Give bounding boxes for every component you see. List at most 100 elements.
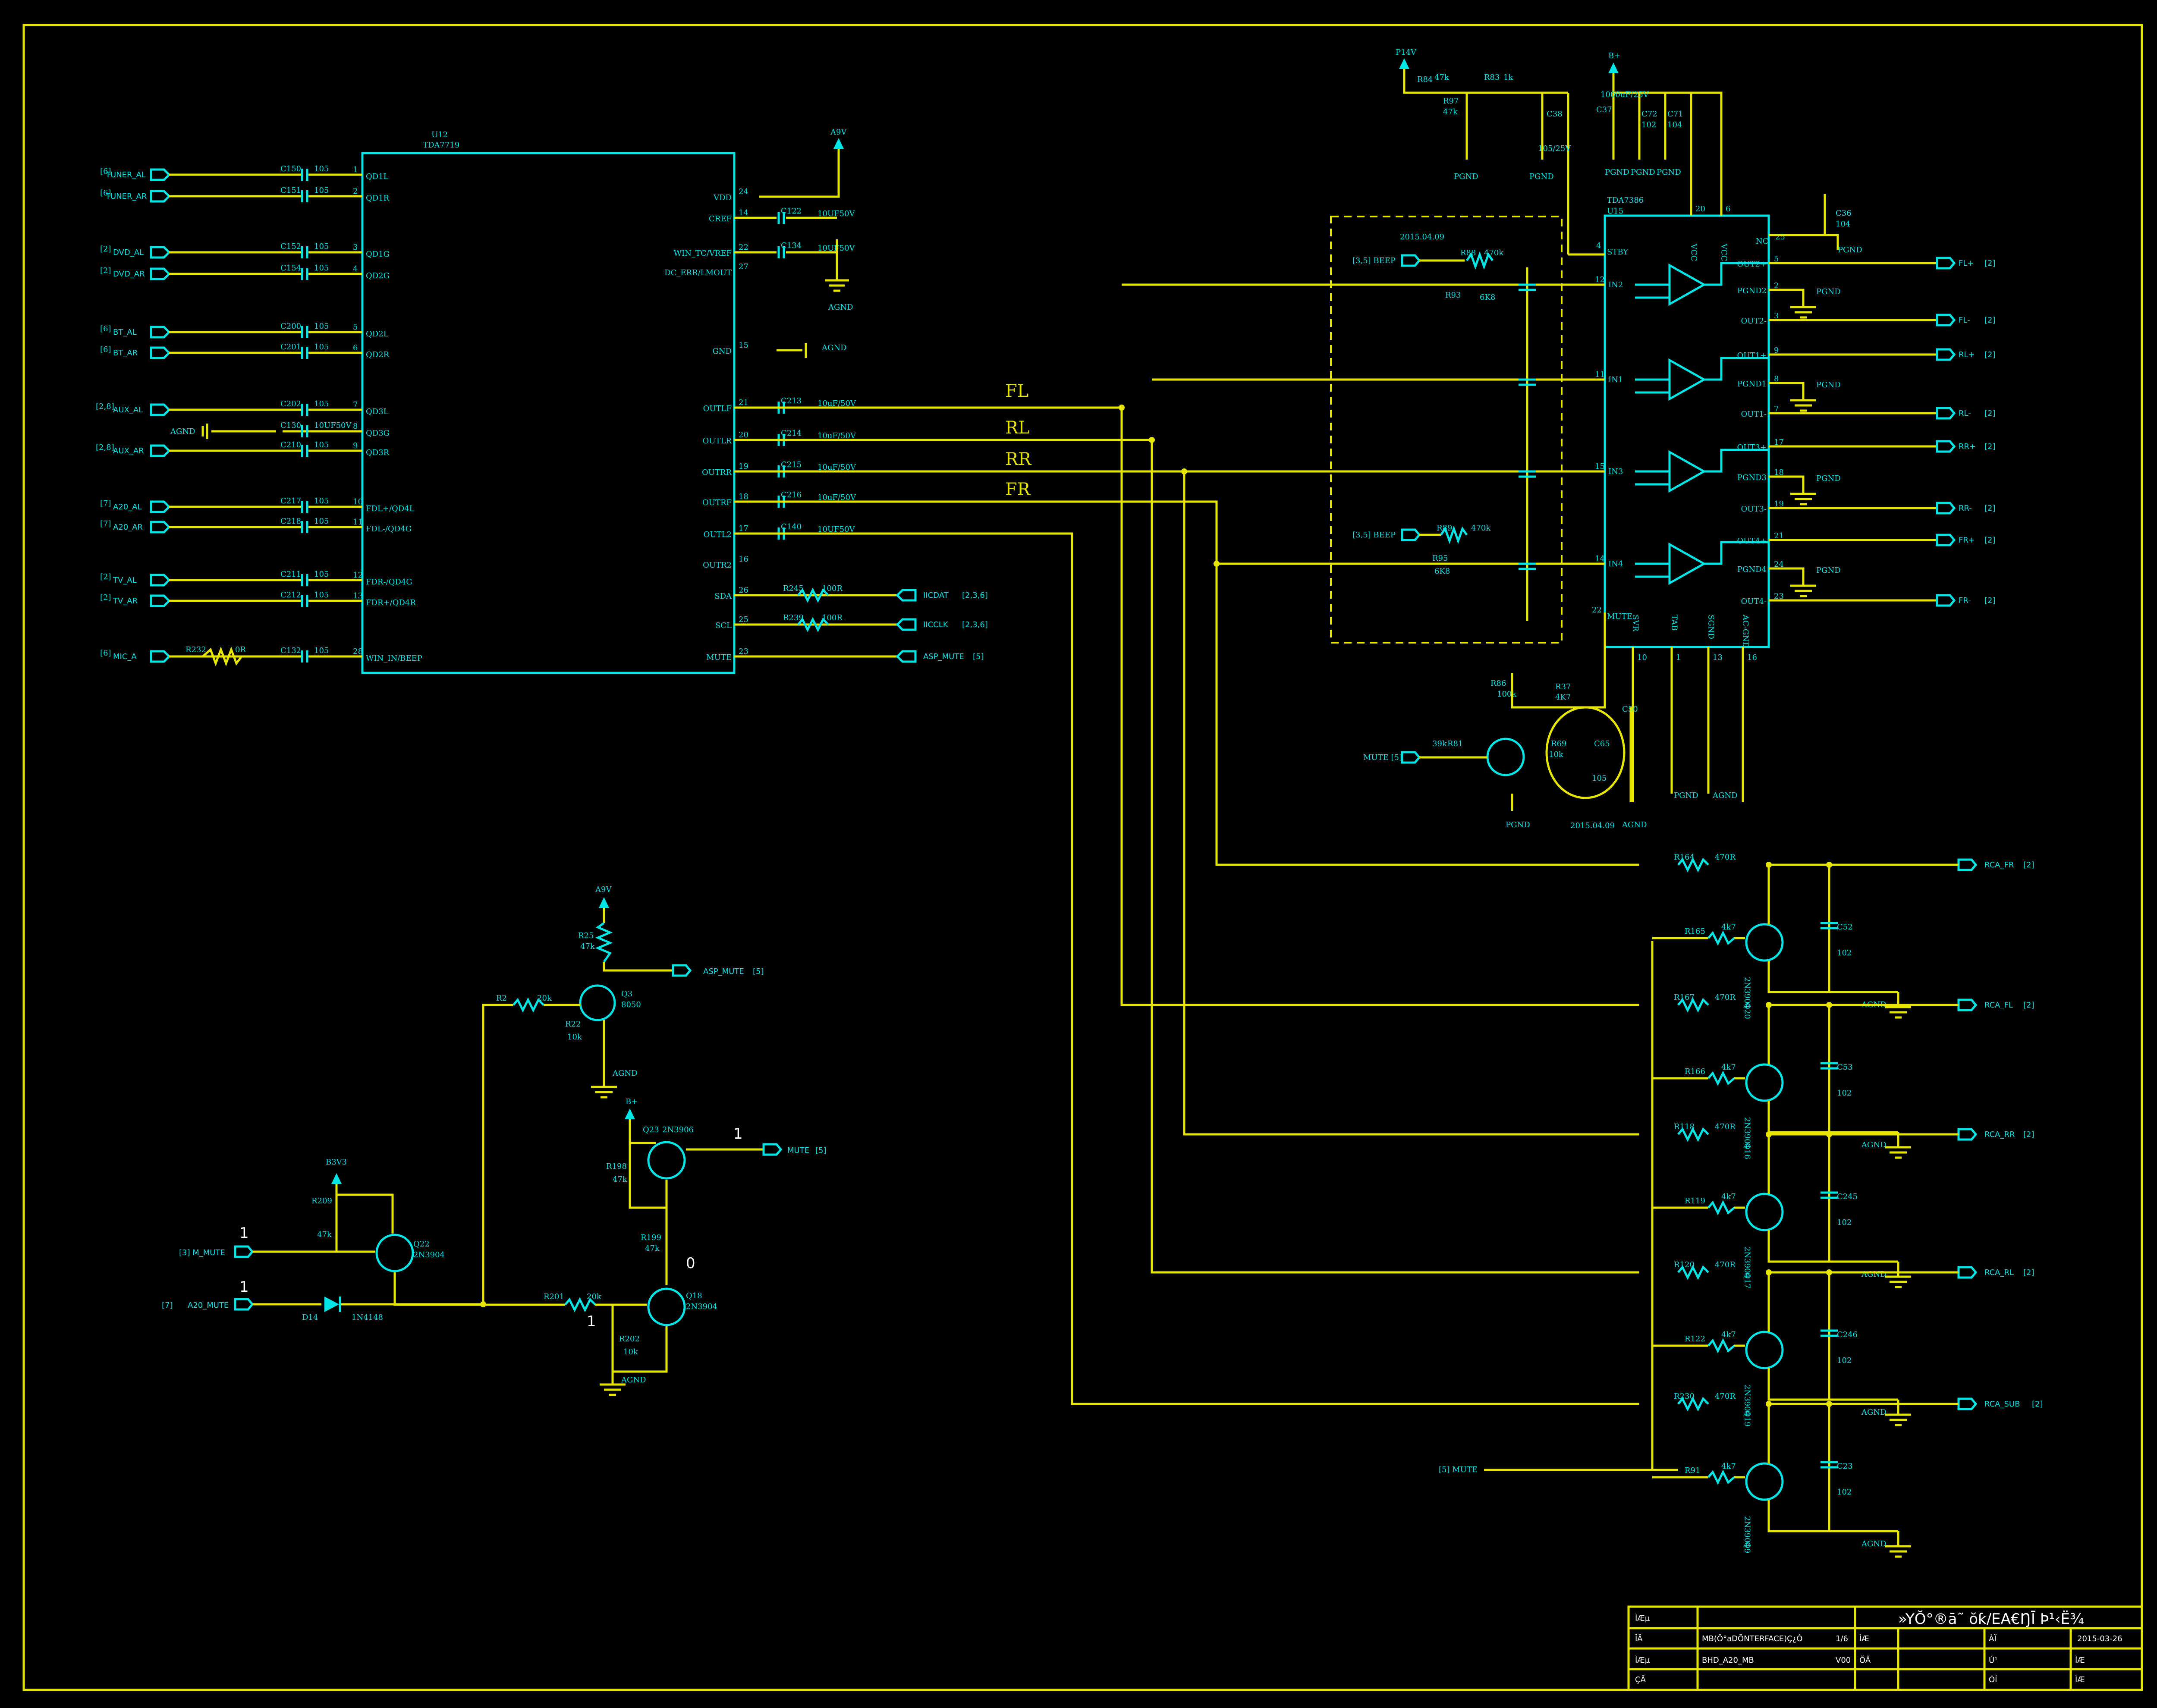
u12-right-pin-name: VDD — [713, 193, 732, 202]
u15-out-num: 18 — [1774, 468, 1784, 477]
u12-ref: U12 — [431, 130, 448, 139]
beep-label-2: [3,5] BEEP — [1352, 531, 1396, 540]
ml-d14: D14 — [302, 1313, 318, 1322]
u12-right-pin-num: 17 — [739, 524, 748, 533]
u12-left-cap: C202 — [280, 399, 301, 408]
u12-left-cap: C218 — [280, 517, 301, 526]
rca-transistor-icon — [1745, 1331, 1784, 1369]
u12-right-capv: 10UF50V — [818, 209, 855, 218]
u12-right-capv: 10UF50V — [818, 525, 855, 534]
u12-right-cap: C122 — [781, 207, 802, 216]
u12-left-pin-name: QD1R — [366, 194, 390, 203]
ml-d14-part: 1N4148 — [352, 1313, 383, 1322]
bplus-arrow-icon — [1608, 63, 1619, 73]
rca-net: RCA_SUB — [1984, 1400, 2020, 1409]
u12-left-sheet: [6] — [100, 167, 111, 176]
u15-bot-name: SVR — [1631, 615, 1640, 631]
rca-res-val: 470R — [1715, 993, 1736, 1002]
ml-r199: R199 — [641, 1233, 661, 1242]
rca-res-val: 470R — [1715, 1260, 1736, 1269]
u12-right-capv: 10uF/50V — [818, 431, 856, 440]
ml-state-2: 1 — [239, 1224, 249, 1242]
u12-right-cap: C140 — [781, 522, 802, 531]
u12-right-pin-name: OUTL2 — [704, 530, 732, 539]
ml-m-mute: [3] M_MUTE — [179, 1248, 225, 1257]
u12-right-pin-num: 20 — [739, 430, 748, 440]
u12-left-sheet: [6] — [100, 649, 111, 658]
u12-left-pin-num: 13 — [353, 591, 363, 600]
u12-right-pin-name: OUTLR — [703, 436, 732, 446]
channel-wires: FL RL RR FR — [734, 283, 1639, 1405]
u15-out-name: OUT1- — [1741, 410, 1767, 419]
u15-out-num: 2 — [1774, 281, 1779, 290]
u12-right-capv: 10uF/50V — [818, 463, 856, 472]
u15-out-sheet: [2] — [1984, 536, 1996, 545]
amp-triangle-icon — [1668, 542, 1707, 585]
rca-transistor-icon — [1745, 1193, 1784, 1231]
u15-top-name: VCC — [1689, 243, 1698, 261]
u12-left-cap: C150 — [280, 164, 301, 173]
tb-ver: V00 — [1836, 1656, 1851, 1665]
ml-b3v3: B3V3 — [326, 1158, 347, 1167]
u15-top-num: 6 — [1726, 204, 1730, 214]
u12-right-pin-num: 27 — [739, 262, 748, 271]
u12-left-pin-name: FDL+/QD4L — [366, 504, 415, 513]
u15-pgnd-bot: PGND — [1674, 791, 1698, 800]
rca-q-part: 2N3904 — [1743, 977, 1752, 1008]
u15-bot-name: TAB — [1670, 615, 1679, 631]
u12-right-pin-num: 24 — [739, 187, 748, 196]
u12-left-capv: 105 — [314, 646, 329, 655]
u12-right-pin-name: MUTE — [706, 653, 732, 662]
rca-q: Q19 — [1743, 1410, 1752, 1427]
ml-bplus-icon — [625, 1108, 635, 1119]
supply-r83: R83 — [1484, 73, 1500, 82]
u15-out-num: 8 — [1774, 374, 1779, 383]
supply-c37-val: 1000uF/25V — [1600, 90, 1649, 99]
u15-in-name: IN2 — [1608, 280, 1623, 289]
rca-agnd: AGND — [1861, 1140, 1887, 1149]
channel-label-rr: RR — [1005, 449, 1032, 469]
rca-q-part: 2N3904 — [1743, 1385, 1752, 1416]
rca-c-val: 102 — [1837, 1356, 1852, 1365]
mute-note: 2015.04.09 — [1570, 821, 1615, 830]
rca-c-val: 102 — [1837, 948, 1852, 958]
beep-label-1: [3,5] BEEP — [1352, 256, 1396, 265]
rca-res: R120 — [1674, 1260, 1695, 1269]
u15-mute: MUTE — [1607, 612, 1632, 621]
u12-left-capv: 105 — [314, 570, 329, 579]
u12-left-net: DVD_AR — [113, 270, 145, 279]
u15-stby: STBY — [1607, 248, 1629, 257]
beep-r95: R95 — [1432, 554, 1448, 563]
u12-left-capv: 105 — [314, 399, 329, 408]
rca-res: R118 — [1674, 1122, 1695, 1131]
u12-right-cap: C214 — [781, 429, 802, 438]
channel-label-rl: RL — [1005, 418, 1030, 438]
u12-right-cap: C134 — [781, 241, 802, 250]
mute-r81-val: 39k — [1432, 739, 1447, 748]
ml-a20-sheet: [7] — [162, 1301, 173, 1310]
rca-rb-val: 4k7 — [1721, 1192, 1736, 1201]
u15-out-num: 24 — [1774, 560, 1784, 569]
channel-label-fl: FL — [1005, 381, 1028, 401]
ml-r202: R202 — [619, 1334, 640, 1344]
u12-right-pin-name: OUTRF — [702, 498, 732, 507]
u12-left-sheet: [2] — [100, 572, 111, 581]
u15-in-name: IN1 — [1608, 375, 1623, 384]
rca-sheet: [2] — [2032, 1400, 2043, 1409]
u12-left-net: BT_AL — [113, 328, 137, 337]
tb-cell: Ú¹ — [1989, 1655, 1997, 1665]
mute-r69-val: 10k — [1549, 750, 1564, 759]
tb-cell: ÌÆ — [2075, 1655, 2085, 1665]
u15-in-num: 11 — [1595, 370, 1605, 379]
u12-left-capv: 105 — [314, 186, 329, 195]
a9v-arrow-icon — [833, 138, 844, 149]
rca-agnd: AGND — [1861, 1539, 1887, 1548]
u12-left-pin-num: 4 — [353, 264, 358, 273]
u12-right-pin-num: 21 — [739, 398, 748, 407]
mute-pgnd: PGND — [1506, 820, 1530, 829]
u12-left-capv: 105 — [314, 242, 329, 251]
